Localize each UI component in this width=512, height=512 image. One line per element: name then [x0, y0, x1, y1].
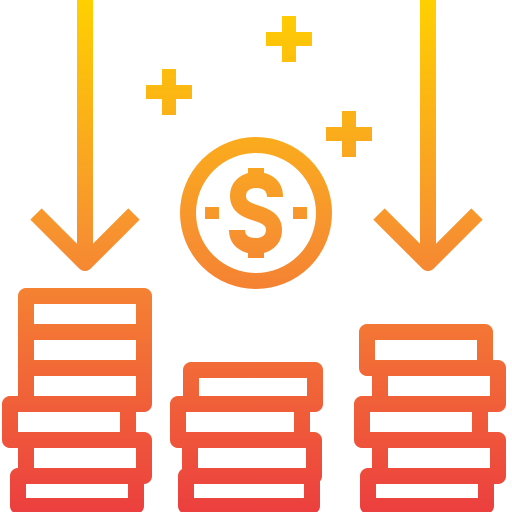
plus-icon: [146, 69, 192, 115]
dollar-coin-icon: [180, 137, 332, 289]
plus-icon: [266, 16, 312, 62]
sparkle-plus-group: [146, 16, 372, 157]
plus-icon: [326, 111, 372, 157]
coin-stack-right-icon: [354, 324, 506, 512]
arrow-down-left-icon: [30, 0, 140, 271]
coin-stack-middle-icon: [170, 362, 323, 512]
coin-stack-left-icon: [2, 288, 152, 512]
arrow-down-right-icon: [373, 0, 483, 271]
